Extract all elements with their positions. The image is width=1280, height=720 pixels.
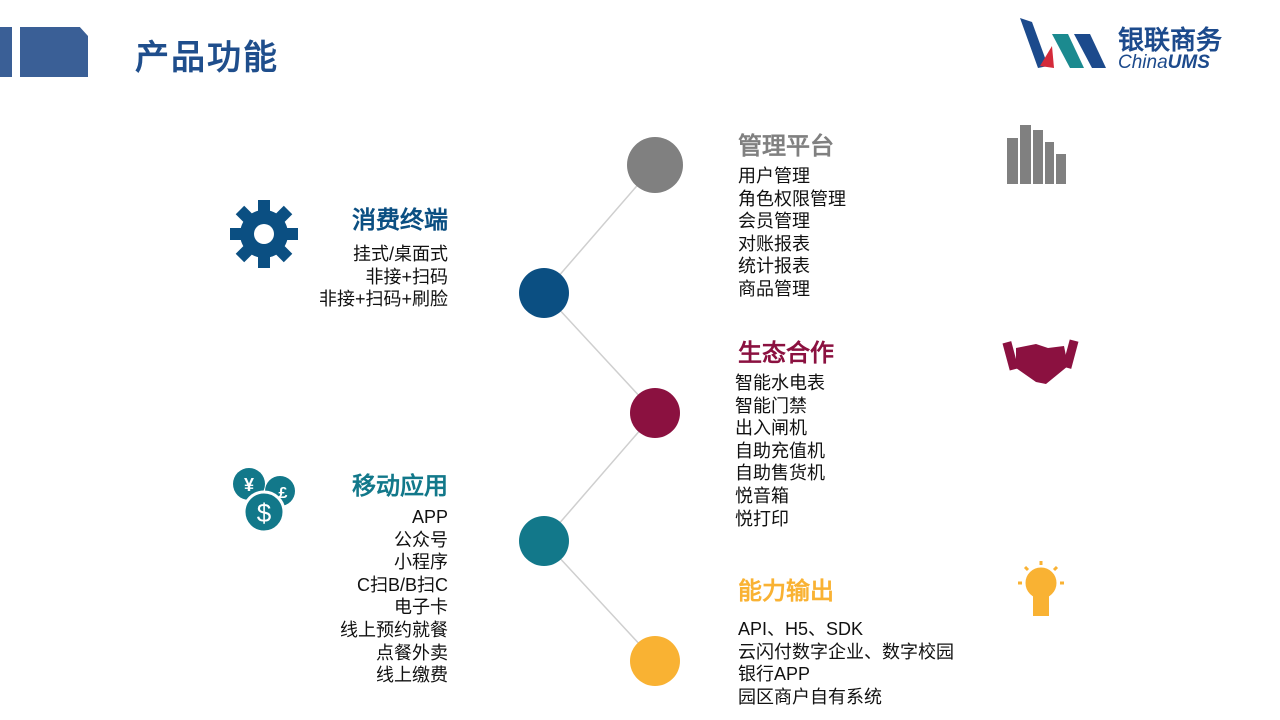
section-capability: 能力输出 API、H5、SDK 云闪付数字企业、数字校园 银行APP 园区商户自… — [738, 571, 954, 708]
list-item: 线上缴费 — [376, 665, 448, 686]
section-title: 移动应用 — [352, 473, 448, 500]
list-item: 自助售货机 — [735, 463, 825, 484]
section-platform: 管理平台 用户管理 角色权限管理 会员管理 对账报表 统计报表 商品管理 — [738, 126, 846, 301]
list-item: 公众号 — [394, 529, 448, 550]
list-item: 用户管理 — [738, 166, 810, 186]
node-terminal — [519, 268, 569, 318]
section-title: 消费终端 — [352, 207, 448, 234]
list-item: 银行APP — [738, 664, 811, 685]
list-item: 对账报表 — [738, 233, 810, 254]
node-ecosystem — [630, 388, 680, 438]
header-accent-block — [20, 27, 88, 77]
lightbulb-icon — [1018, 561, 1064, 616]
svg-text:£: £ — [279, 485, 288, 502]
list-item: 点餐外卖 — [376, 642, 448, 663]
list-item: 小程序 — [394, 552, 448, 573]
list-item: 悦打印 — [735, 508, 789, 529]
gear-icon — [230, 200, 298, 268]
list-item: 云闪付数字企业、数字校园 — [738, 641, 954, 662]
list-item: 出入闸机 — [735, 418, 807, 439]
list-item: 电子卡 — [394, 597, 448, 618]
node-platform — [627, 137, 683, 193]
section-terminal: 消费终端 挂式/桌面式 非接+扫码 非接+扫码+刷脸 — [188, 200, 448, 311]
list-item: 线上预约就餐 — [340, 619, 448, 640]
list-item: APP — [411, 507, 448, 527]
list-item: 统计报表 — [738, 256, 810, 277]
section-title: 生态合作 — [738, 340, 834, 367]
currency-coins-icon: ¥ £ $ — [233, 468, 295, 534]
list-item: API、H5、SDK — [738, 619, 864, 639]
section-mobile: 移动应用 APP 公众号 小程序 C扫B/B扫C 电子卡 线上预约就餐 点餐外卖… — [188, 466, 448, 687]
list-item: 会员管理 — [738, 211, 810, 232]
list-item: 非接+扫码+刷脸 — [318, 289, 448, 310]
list-item: 悦音箱 — [735, 485, 789, 506]
bar-chart-icon — [1007, 125, 1066, 184]
list-item: 自助充值机 — [735, 440, 825, 461]
list-item: 智能门禁 — [735, 395, 807, 416]
node-capability — [630, 636, 680, 686]
list-item: 角色权限管理 — [738, 188, 846, 209]
list-item: 商品管理 — [738, 278, 810, 299]
list-item: 非接+扫码 — [365, 266, 448, 287]
node-mobile — [519, 516, 569, 566]
header-accent-bar — [0, 27, 12, 77]
list-item: 智能水电表 — [735, 373, 825, 393]
list-item: C扫B/B扫C — [356, 574, 448, 595]
handshake-icon — [1002, 339, 1079, 384]
list-item: 园区商户自有系统 — [738, 686, 882, 707]
svg-text:¥: ¥ — [244, 475, 254, 495]
page-title: 产品功能 — [135, 39, 279, 77]
section-ecosystem: 生态合作 智能水电表 智能门禁 出入闸机 自助充值机 自助售货机 悦音箱 悦打印 — [735, 333, 834, 530]
list-item: 挂式/桌面式 — [352, 244, 448, 264]
svg-text:$: $ — [257, 498, 272, 528]
china-ums-logo: 银联商务 ChinaUMS — [1018, 16, 1223, 74]
section-title: 管理平台 — [738, 133, 834, 160]
section-title: 能力输出 — [738, 578, 834, 605]
